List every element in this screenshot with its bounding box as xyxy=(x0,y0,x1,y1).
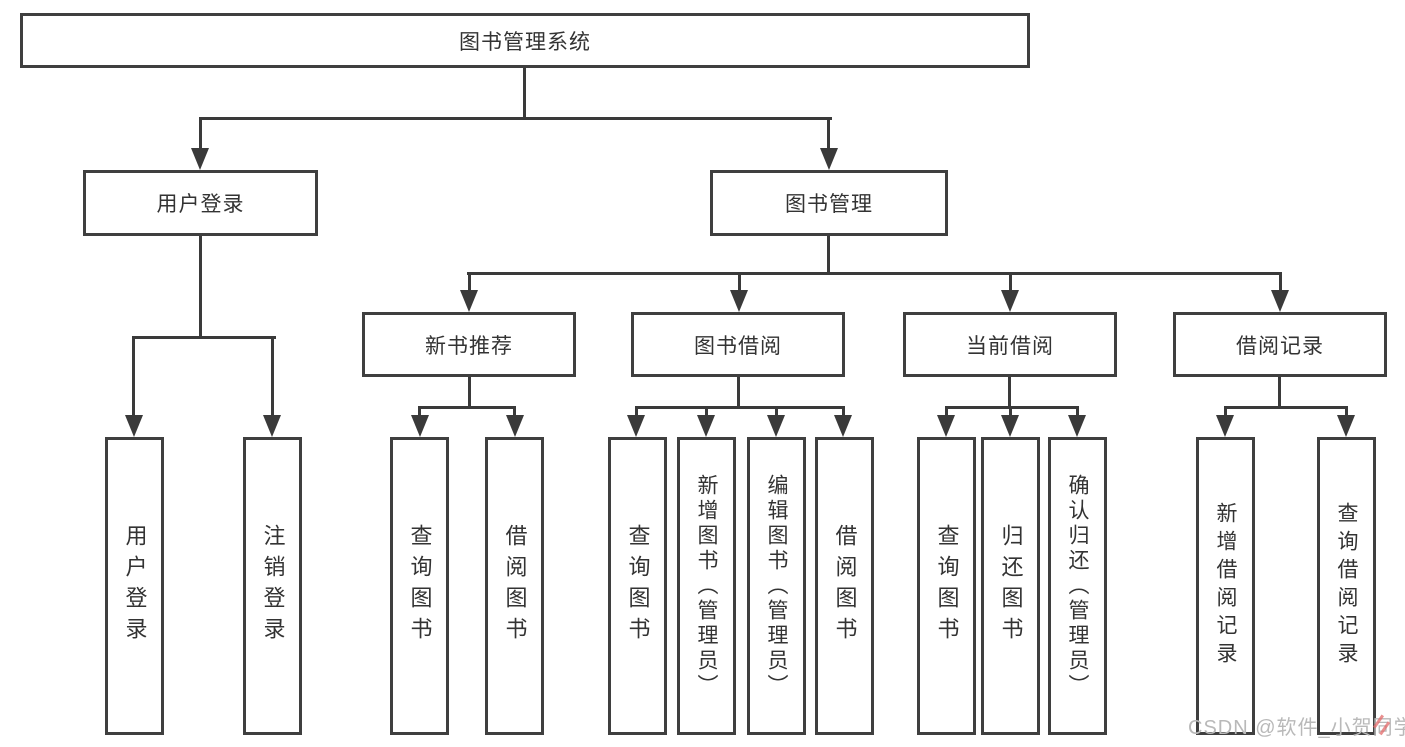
arrow-down-icon xyxy=(411,415,429,437)
leaf-search-books: 查询图书 xyxy=(608,437,667,735)
node-label: 编辑图书（管理员） xyxy=(765,473,788,699)
node-label: 查询借阅记录 xyxy=(1335,502,1358,670)
node-new-book-recommendation: 新书推荐 xyxy=(362,312,576,377)
node-label: 确认归还（管理员） xyxy=(1066,473,1089,699)
node-library-management-system: 图书管理系统 xyxy=(20,13,1030,68)
connector-stem-new-book xyxy=(468,272,471,294)
node-borrowing-records: 借阅记录 xyxy=(1173,312,1387,377)
arrow-down-icon xyxy=(1216,415,1234,437)
connector-stem-book-management xyxy=(827,117,830,150)
node-book-borrowing: 图书借阅 xyxy=(631,312,845,377)
connector-stem-leaf xyxy=(1345,406,1348,419)
node-label: 查询图书 xyxy=(625,524,651,648)
arrow-down-icon xyxy=(697,415,715,437)
connector-stem xyxy=(1278,377,1281,409)
node-label: 新书推荐 xyxy=(425,334,513,358)
connector-fork xyxy=(945,406,1079,409)
connector-stem-current-borrow xyxy=(1009,272,1012,294)
node-label: 用户登录 xyxy=(156,193,245,216)
leaf-user-login: 用户登录 xyxy=(105,437,164,735)
connector-stem-leaf xyxy=(842,406,845,419)
leaf-edit-books-admin: 编辑图书（管理员） xyxy=(747,437,806,735)
connector-stem-leaf xyxy=(271,336,274,417)
node-label: 图书借阅 xyxy=(694,334,782,358)
connector-fork xyxy=(635,406,845,409)
connector-book-management-stem xyxy=(827,236,830,274)
connector-stem xyxy=(1008,377,1011,409)
connector-stem-borrow-records xyxy=(1279,272,1282,294)
node-label: 查询图书 xyxy=(934,524,960,648)
connector-fork xyxy=(1224,406,1348,409)
connector-stem-leaf xyxy=(635,406,638,419)
connector-stem-leaf xyxy=(1009,406,1012,419)
arrow-down-icon xyxy=(834,415,852,437)
arrow-down-icon xyxy=(767,415,785,437)
connector-stem-book-borrow xyxy=(738,272,741,294)
arrow-down-icon xyxy=(1068,415,1086,437)
connector-stem-leaf xyxy=(1076,406,1079,419)
node-label: 新增借阅记录 xyxy=(1214,502,1237,670)
node-user-login-branch: 用户登录 xyxy=(83,170,318,236)
arrow-down-icon xyxy=(506,415,524,437)
connector-root-stem xyxy=(523,68,526,120)
arrow-down-icon xyxy=(1337,415,1355,437)
connector-book-management-fork xyxy=(467,272,1282,275)
leaf-borrow-books: 借阅图书 xyxy=(815,437,874,735)
arrow-down-icon xyxy=(627,415,645,437)
connector-stem-leaf xyxy=(132,336,135,417)
node-label: 图书管理系统 xyxy=(459,30,591,54)
arrow-down-icon xyxy=(191,148,209,170)
leaf-add-borrow-record: 新增借阅记录 xyxy=(1196,437,1255,735)
arrow-down-icon xyxy=(730,290,748,312)
arrow-down-icon xyxy=(820,148,838,170)
leaf-borrow-books: 借阅图书 xyxy=(485,437,544,735)
connector-root-fork xyxy=(199,117,832,120)
connector-stem-leaf xyxy=(705,406,708,419)
connector-fork xyxy=(418,406,516,409)
arrow-down-icon xyxy=(1271,290,1289,312)
leaf-confirm-return-admin: 确认归还（管理员） xyxy=(1048,437,1107,735)
connector-stem xyxy=(737,377,740,409)
node-current-borrowing: 当前借阅 xyxy=(903,312,1117,377)
connector-stem-leaf xyxy=(418,406,421,419)
arrow-down-icon xyxy=(1001,415,1019,437)
leaf-add-books-admin: 新增图书（管理员） xyxy=(677,437,736,735)
leaf-search-books: 查询图书 xyxy=(390,437,449,735)
arrow-down-icon xyxy=(263,415,281,437)
node-label: 查询图书 xyxy=(407,524,433,648)
connector-user-login-fork xyxy=(132,336,276,339)
connector-stem-leaf xyxy=(775,406,778,419)
arrow-down-icon xyxy=(1001,290,1019,312)
arrow-down-icon xyxy=(937,415,955,437)
leaf-search-borrow-record: 查询借阅记录 xyxy=(1317,437,1376,735)
leaf-logout: 注销登录 xyxy=(243,437,302,735)
node-label: 新增图书（管理员） xyxy=(695,473,718,699)
node-label: 借阅图书 xyxy=(502,524,528,648)
node-book-management-branch: 图书管理 xyxy=(710,170,948,236)
connector-stem-leaf xyxy=(945,406,948,419)
node-label: 图书管理 xyxy=(785,193,873,216)
arrow-down-icon xyxy=(460,290,478,312)
connector-stem-user-login xyxy=(199,117,202,150)
connector-stem-leaf xyxy=(1224,406,1227,419)
csdn-watermark: CSDN @软件_小贺同学 xyxy=(1188,717,1405,739)
connector-user-login-stem xyxy=(199,236,202,339)
node-label: 借阅记录 xyxy=(1236,334,1324,358)
arrow-down-icon xyxy=(125,415,143,437)
connector-stem xyxy=(468,377,471,409)
leaf-search-books: 查询图书 xyxy=(917,437,976,735)
leaf-return-books: 归还图书 xyxy=(981,437,1040,735)
node-label: 归还图书 xyxy=(998,524,1024,648)
node-label: 注销登录 xyxy=(260,524,286,648)
connector-stem-leaf xyxy=(513,406,516,419)
node-label: 当前借阅 xyxy=(966,334,1054,358)
node-label: 借阅图书 xyxy=(832,524,858,648)
node-label: 用户登录 xyxy=(122,524,148,648)
